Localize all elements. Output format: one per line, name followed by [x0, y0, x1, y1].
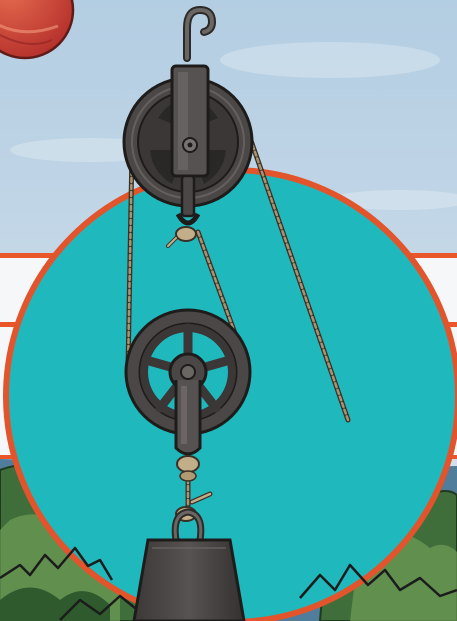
- pulley-scene: [0, 0, 457, 621]
